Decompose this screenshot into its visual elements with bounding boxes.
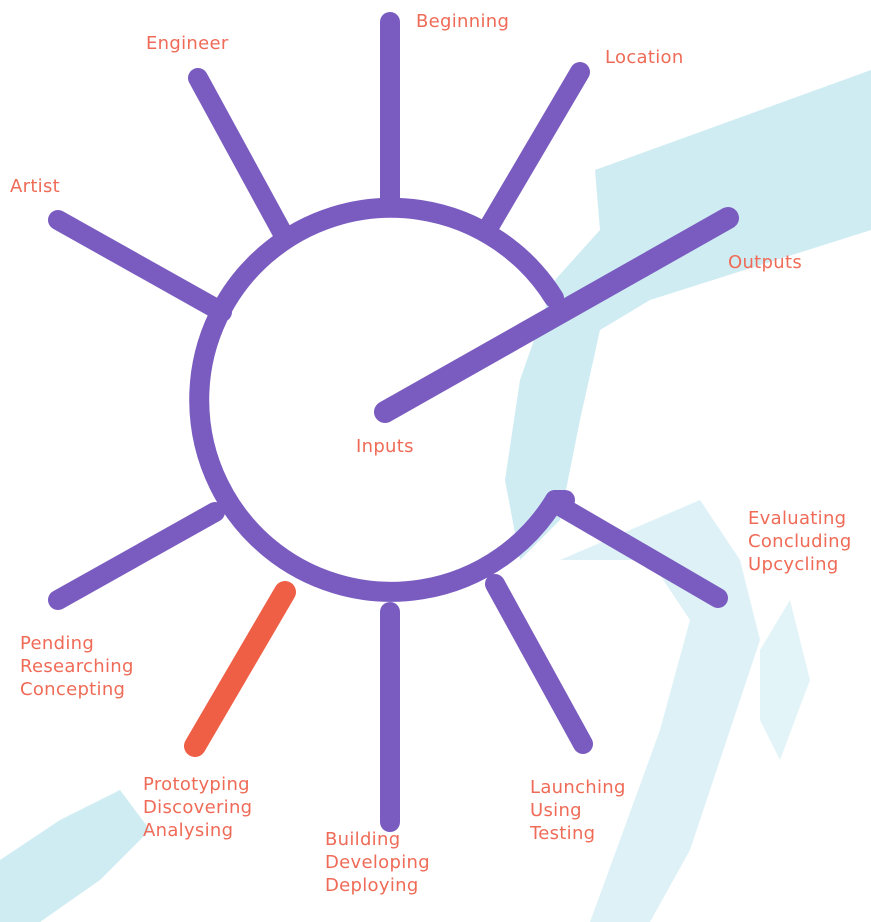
label-beginning: Beginning xyxy=(416,10,509,33)
ring xyxy=(199,208,555,592)
label-building-stage: Building Developing Deploying xyxy=(325,828,430,897)
label-launching-stage: Launching Using Testing xyxy=(530,776,626,845)
label-outputs: Outputs xyxy=(728,251,802,274)
spoke-launching xyxy=(495,584,583,744)
background-texture xyxy=(0,70,871,922)
spoke-engineer xyxy=(198,78,282,232)
label-inputs: Inputs xyxy=(356,435,414,458)
label-location: Location xyxy=(605,46,684,69)
label-evaluating-stage: Evaluating Concluding Upcycling xyxy=(748,507,852,576)
label-engineer: Engineer xyxy=(146,32,229,55)
label-prototyping-stage: Prototyping Discovering Analysing xyxy=(143,773,252,842)
label-pending-stage: Pending Researching Concepting xyxy=(20,632,134,701)
spoke-prototyping xyxy=(195,592,285,746)
spoke-location xyxy=(490,72,580,225)
spoke-pending xyxy=(58,512,215,600)
spoke-artist xyxy=(58,220,222,312)
label-artist: Artist xyxy=(10,175,60,198)
